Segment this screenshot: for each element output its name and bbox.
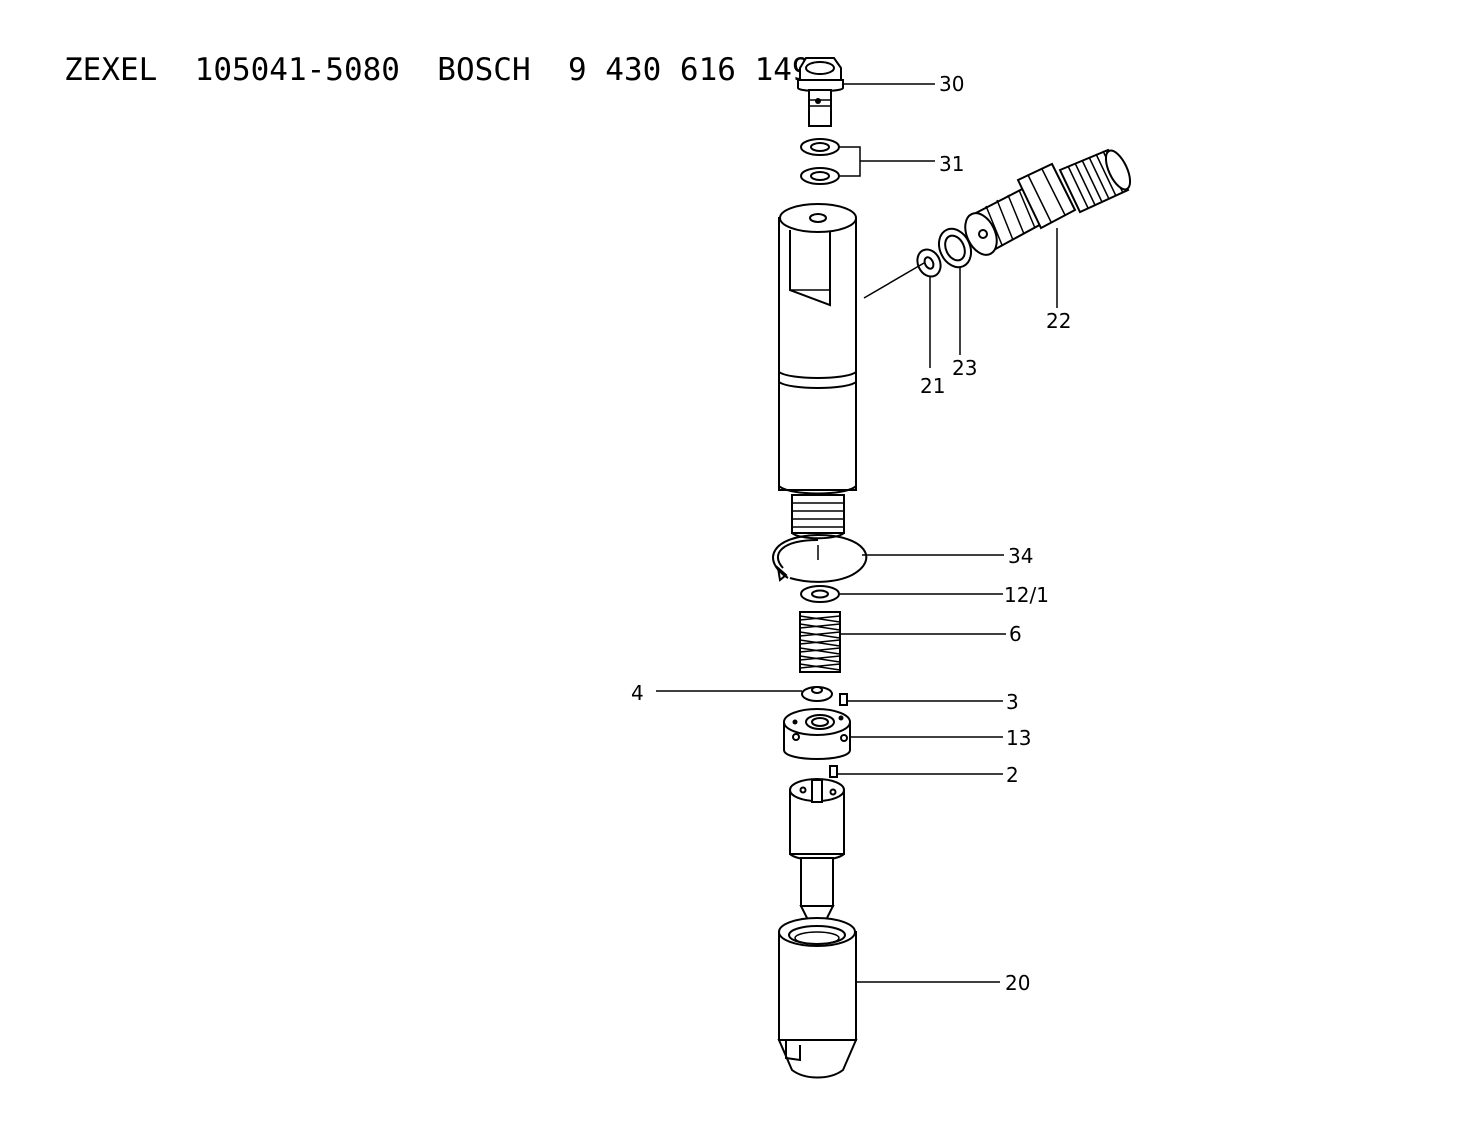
part-2-pin [829, 765, 838, 778]
part-12-1-shim [800, 585, 840, 603]
callout-13: 13 [1006, 726, 1031, 750]
part-30-bolt [797, 57, 844, 127]
callout-23: 23 [952, 356, 977, 380]
callout-12-1: 12/1 [1004, 583, 1049, 607]
part-nozzle [789, 778, 845, 921]
part-nozzle-holder-body [778, 203, 857, 540]
part-22-inlet-connector [964, 148, 1132, 256]
callout-34: 34 [1008, 544, 1033, 568]
callout-labels: 30 31 22 21 23 34 12/1 6 4 3 13 2 20 [631, 72, 1071, 995]
diagram-title: ZEXEL 105041-5080 BOSCH 9 430 616 149 [64, 52, 811, 88]
part-number-zexel: 105041-5080 [194, 52, 400, 88]
leader-lines [656, 83, 1058, 983]
callout-3: 3 [1006, 690, 1019, 714]
callout-6: 6 [1009, 622, 1022, 646]
callout-31: 31 [939, 152, 964, 176]
part-4-pressure-pin [801, 686, 833, 702]
callout-30: 30 [939, 72, 964, 96]
brand-bosch: BOSCH [437, 52, 531, 88]
callout-2: 2 [1006, 763, 1019, 787]
part-23-ring [937, 227, 973, 269]
callout-4: 4 [631, 681, 644, 705]
part-13-intermediate-disc [783, 708, 851, 760]
callout-20: 20 [1005, 971, 1030, 995]
part-20-retaining-nut [777, 917, 858, 1079]
part-21-washer [916, 248, 942, 278]
part-31-washers [800, 138, 840, 185]
callout-22: 22 [1046, 309, 1071, 333]
part-3-pin [839, 693, 848, 706]
part-number-bosch: 9 430 616 149 [567, 52, 811, 88]
part-6-spring [799, 611, 841, 673]
part-34-snap-ring [772, 533, 868, 583]
callout-21: 21 [920, 374, 945, 398]
brand-zexel: ZEXEL [64, 52, 158, 88]
